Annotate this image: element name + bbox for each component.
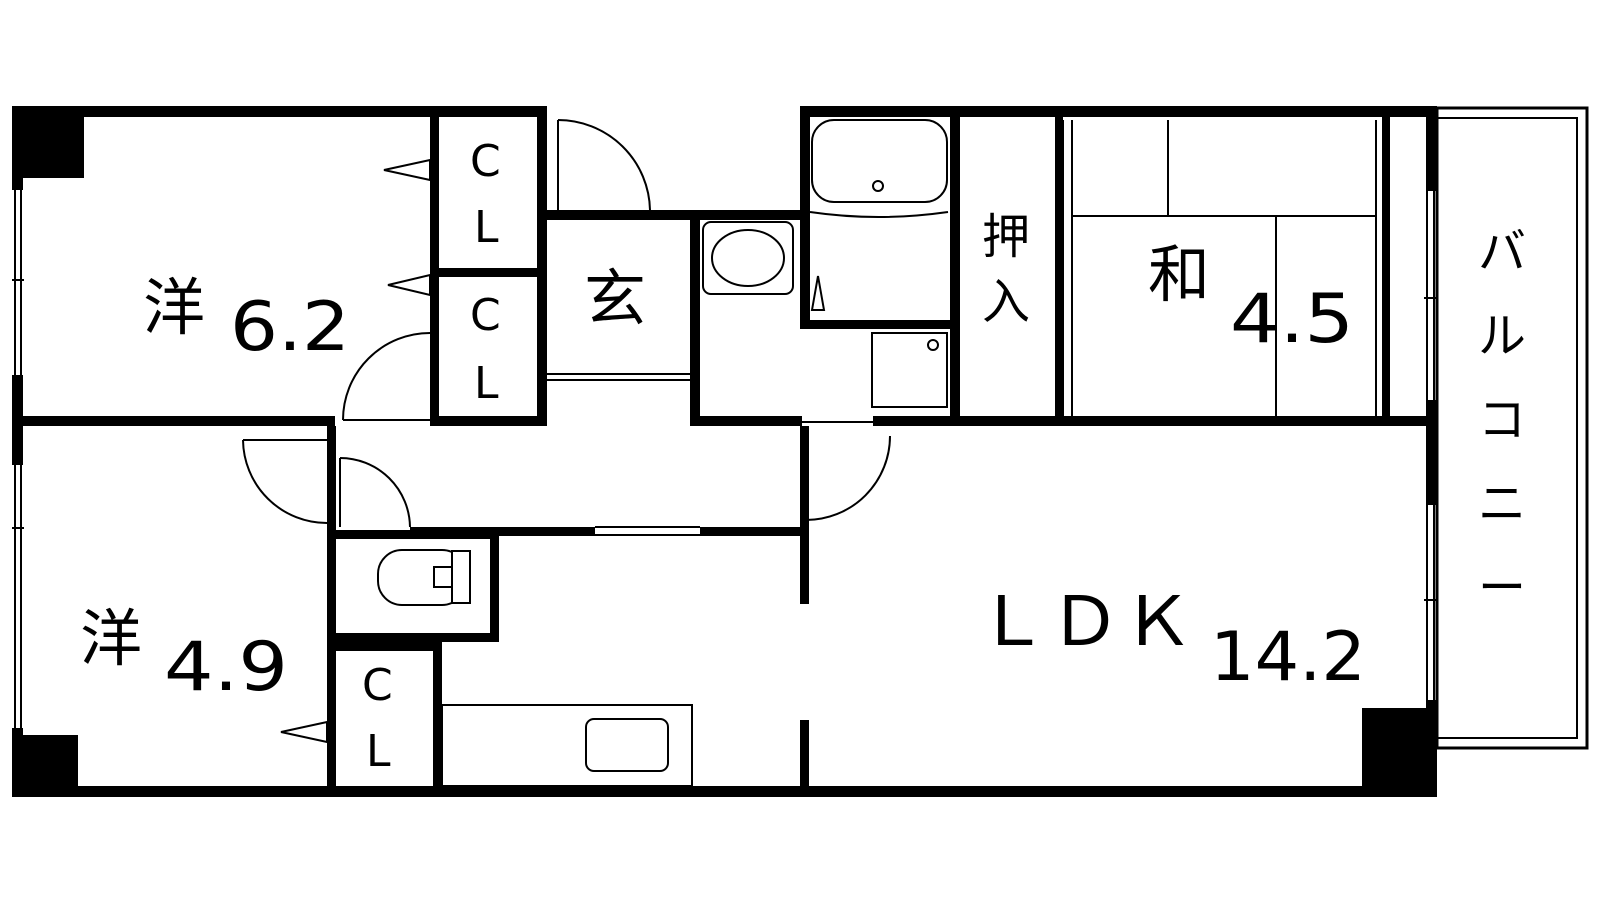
- balcony-char-3: コ: [1478, 392, 1526, 448]
- room-size-western-1: 6.2: [230, 288, 350, 367]
- closet-1-c: C: [470, 136, 501, 187]
- balcony-char-2: ル: [1478, 308, 1526, 364]
- closet-labels: C L C L C L: [362, 136, 501, 777]
- balcony: [1435, 106, 1589, 750]
- balcony-char-1: バ: [1478, 224, 1526, 280]
- room-size-western-2: 4.9: [164, 628, 288, 707]
- balcony-char-4: ニ: [1478, 476, 1526, 532]
- outer-walls: [12, 106, 1437, 797]
- room-name-ldk: ＬＤＫ: [976, 583, 1194, 662]
- closet-1-l: L: [474, 202, 499, 253]
- balcony-char-5: ー: [1478, 560, 1526, 616]
- room-size-ldk: 14.2: [1210, 618, 1366, 697]
- oshiire-label-line-2: 入: [982, 274, 1030, 330]
- kitchen-counter: [441, 704, 693, 787]
- sliding-doors: [595, 120, 1377, 536]
- washbasin-icon: [702, 221, 794, 295]
- room-size-japanese: 4.5: [1230, 280, 1354, 359]
- closet-2-l: L: [474, 358, 499, 409]
- closet-3-c: C: [362, 660, 393, 711]
- room-labels: 洋 6.2 洋 4.9 玄 押 入 和 4.5 ＬＤＫ 14.2 バ ル コ ニ…: [80, 209, 1526, 707]
- windows: [12, 190, 1437, 728]
- toilet-icon: [377, 549, 471, 606]
- closet-2-c: C: [470, 290, 501, 341]
- room-name-western-1: 洋: [143, 271, 205, 344]
- fixtures: [377, 119, 1376, 787]
- washing-machine-pan-icon: [871, 332, 948, 408]
- closet-3-l: L: [366, 726, 391, 777]
- swing-doors: [242, 119, 891, 744]
- entrance-label: 玄: [584, 262, 646, 335]
- room-name-japanese: 和: [1148, 238, 1210, 311]
- room-name-western-2: 洋: [80, 602, 142, 675]
- oshiire-label-line-1: 押: [982, 209, 1030, 265]
- bathtub-icon: [811, 119, 948, 203]
- tatami-mats: [1072, 120, 1376, 416]
- sink-icon: [585, 718, 669, 772]
- interior-walls: [12, 106, 1438, 797]
